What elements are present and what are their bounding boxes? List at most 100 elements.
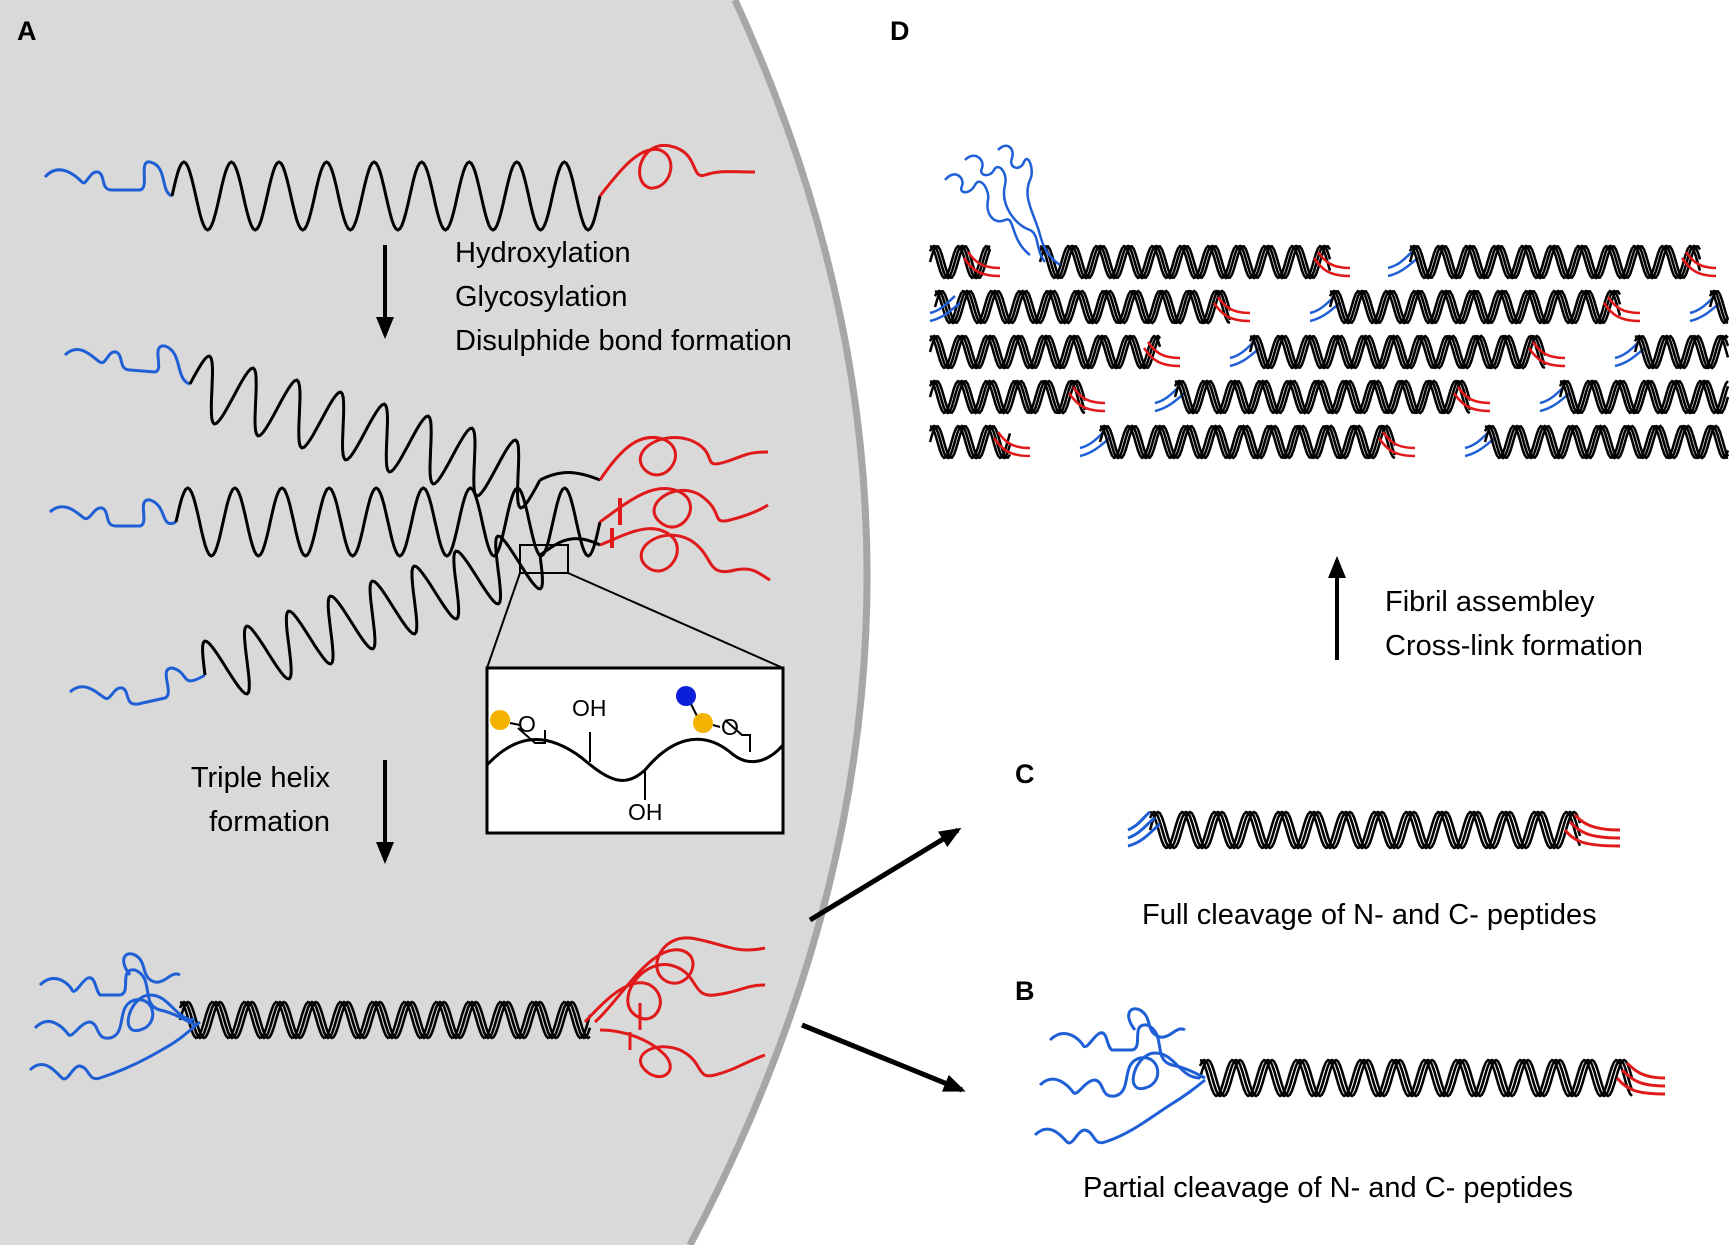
c-propeptide-coil <box>599 1028 766 1079</box>
caption-partial-cleavage: Partial cleavage of N- and C- peptides <box>1083 1172 1573 1204</box>
helix-chain-tail <box>539 537 601 557</box>
inset-bond <box>724 719 751 752</box>
cell-membrane <box>686 0 871 1245</box>
helix-strand <box>1039 244 1332 280</box>
triple-helix-body <box>1148 810 1582 850</box>
triple-helix-body <box>1558 379 1730 415</box>
helix-strand <box>1329 289 1622 325</box>
c-telopeptide <box>1680 251 1717 278</box>
oxygen-label-right: O <box>721 714 739 740</box>
triple-helix-body <box>933 289 1232 325</box>
c-telopeptide <box>1377 431 1416 458</box>
panel-label-c: C <box>1015 759 1035 789</box>
helix-chain-wave <box>170 160 602 232</box>
triple-helix-body <box>928 379 1087 415</box>
n-propeptide-coil <box>43 160 173 198</box>
caption-full-cleavage: Full cleavage of N- and C- peptides <box>1142 899 1597 931</box>
c-telopeptide <box>1212 296 1251 323</box>
c-telopeptide <box>1067 386 1106 413</box>
c-propeptide-coil <box>594 936 766 1024</box>
helix-strand <box>1409 244 1702 280</box>
helix-strand <box>1408 244 1702 280</box>
c-telopeptide <box>1563 813 1621 848</box>
n-propeptide-coil <box>38 968 196 1027</box>
c-propeptide-coil <box>598 144 756 197</box>
inset-bond <box>509 722 521 726</box>
n-propeptide-coil <box>964 154 1047 263</box>
helix-chain-wave <box>201 534 544 696</box>
panel-label-b: B <box>1015 976 1035 1006</box>
helix-strand <box>933 289 1232 325</box>
triple-helix-body <box>928 334 1162 370</box>
step-label-glycosylation: Glycosylation <box>455 281 627 313</box>
n-propeptide-coil <box>48 498 177 528</box>
helix-strand <box>1634 334 1730 370</box>
step-label-triple-helix-2: formation <box>209 806 330 838</box>
helix-strand <box>1198 1058 1634 1098</box>
n-propeptide-cluster <box>1033 1007 1206 1145</box>
panel-label-d: D <box>890 16 910 46</box>
c-propeptide-coil <box>598 435 769 481</box>
triple-helix-body <box>1708 289 1730 325</box>
helix-strand <box>1174 379 1471 415</box>
triple-helix-body <box>1328 289 1622 325</box>
triple-helix-body <box>1483 424 1730 460</box>
n-propeptide-cluster <box>28 952 201 1081</box>
helix-strand <box>1709 289 1730 325</box>
inset-bond <box>517 727 546 744</box>
procollagen-triple-helix <box>28 936 766 1081</box>
procollagen-chain-2 <box>48 486 602 558</box>
helix-strand <box>1328 289 1622 325</box>
helix-strand <box>1098 424 1397 460</box>
c-telopeptide <box>962 251 1001 278</box>
c-telopeptide <box>1527 341 1566 368</box>
arrow-to-partial-cleavage <box>801 1022 966 1093</box>
helix-strand <box>1173 379 1472 415</box>
triple-helix-body <box>1408 244 1702 280</box>
helix-strand <box>1199 1058 1633 1098</box>
c-telopeptide <box>1142 341 1181 368</box>
helix-chain-tail <box>539 471 601 482</box>
hydroxyl-label-bottom: OH <box>628 799 663 825</box>
collagen-fibril <box>928 144 1730 460</box>
c-propeptide-coil <box>599 527 771 582</box>
modification-inset: O O OH OH <box>485 666 785 835</box>
n-propeptide-coil <box>1038 1051 1201 1098</box>
triple-helix-body <box>1633 334 1730 370</box>
helix-strand <box>1248 334 1547 370</box>
helix-strand <box>1149 810 1582 850</box>
helix-strand <box>1098 424 1397 460</box>
galactose-dot-left <box>490 710 510 730</box>
triple-helix-body <box>1038 244 1332 280</box>
triple-helix-body <box>1098 424 1397 460</box>
n-propeptide-coil <box>1048 1023 1206 1080</box>
c-telopeptide <box>1452 386 1491 413</box>
triple-helix-body <box>928 244 992 280</box>
helix-strand <box>1173 379 1472 415</box>
n-propeptide-coil <box>122 952 181 984</box>
helix-strand <box>928 335 1162 369</box>
hydroxyl-label-top: OH <box>572 695 607 721</box>
oxygen-label-left: O <box>518 711 536 737</box>
helix-strand <box>929 244 992 280</box>
n-propeptide-coil <box>1127 1007 1186 1039</box>
arrow-to-full-cleavage <box>808 827 962 923</box>
helix-chain-wave <box>174 486 602 558</box>
step-label-cross-link: Cross-link formation <box>1385 630 1643 662</box>
c-propeptide-cluster <box>583 936 766 1079</box>
helix-strand <box>1484 424 1730 460</box>
helix-strand <box>928 379 1087 415</box>
n-propeptide-coil <box>944 173 1031 256</box>
n-propeptide-coil <box>28 1020 201 1081</box>
c-telopeptide <box>1312 251 1351 278</box>
n-propeptide-coil <box>33 993 196 1040</box>
c-propeptide-cluster <box>598 435 771 582</box>
triple-helix-body <box>1248 334 1547 370</box>
helix-strand <box>929 379 1086 415</box>
zoom-guide-line <box>486 572 521 669</box>
n-propeptide-coil <box>1033 1078 1206 1145</box>
inset-frame <box>485 666 785 835</box>
helix-strand <box>1038 244 1332 280</box>
n-telopeptide <box>1387 251 1419 278</box>
